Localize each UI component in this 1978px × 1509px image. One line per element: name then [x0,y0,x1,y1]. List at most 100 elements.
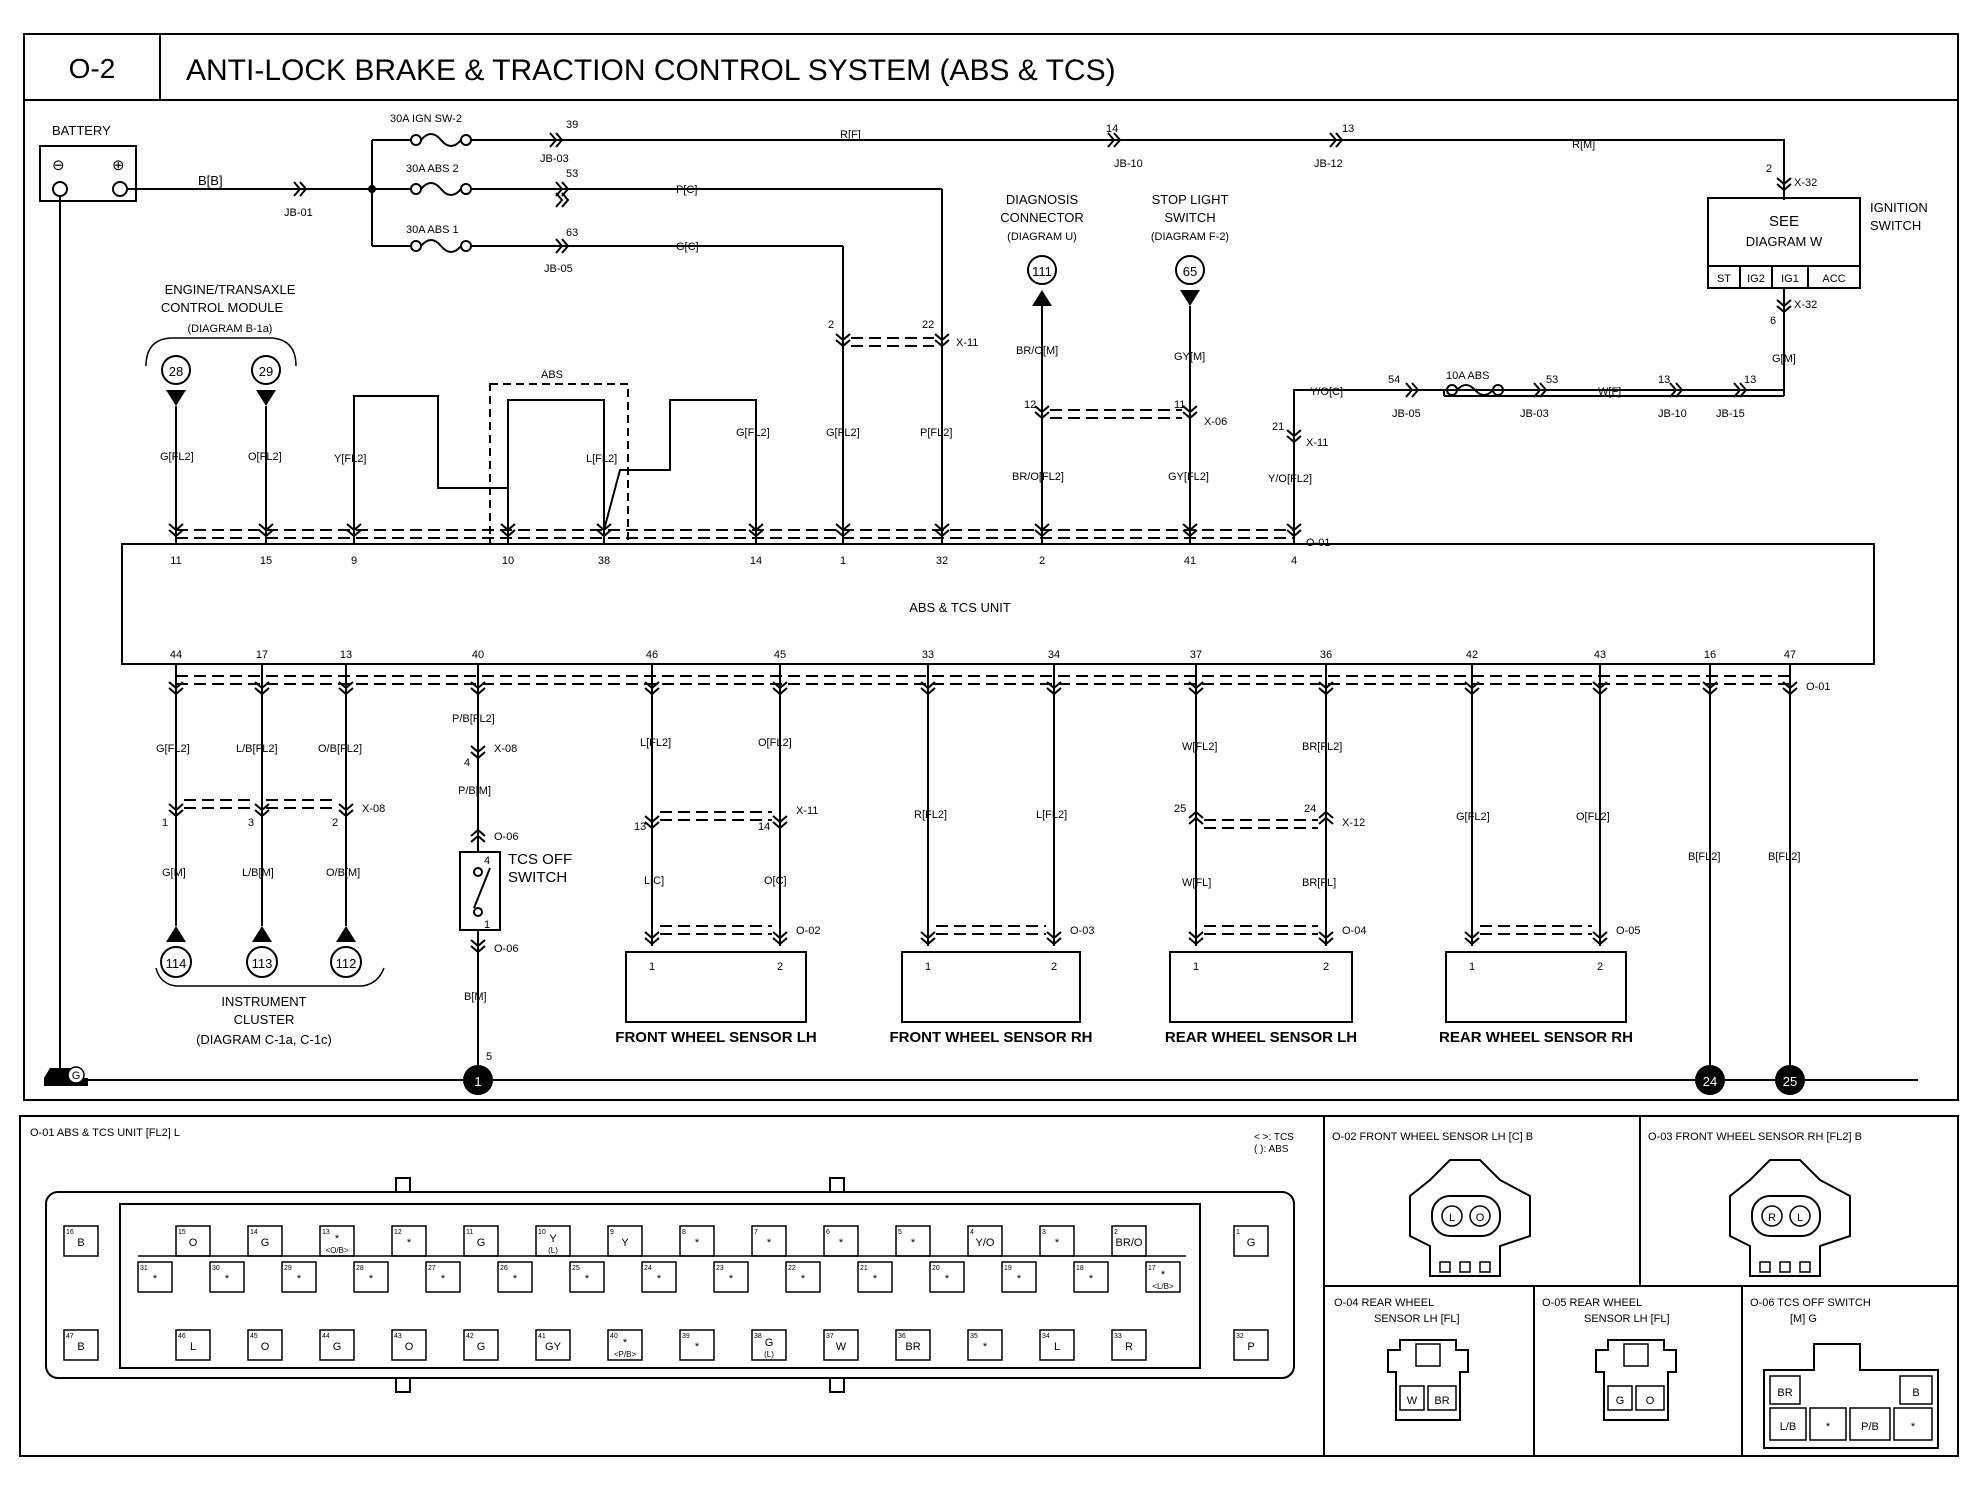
unit-bottom-pin: 47 [1784,649,1796,661]
o01-pin-cell: 10Y(L) [535,1225,571,1257]
svg-text:*: * [441,1273,446,1285]
diag-conn-label: CONNECTOR [1000,210,1084,225]
unit-top-pin: 41 [1184,555,1196,567]
wire-label: P/B[M] [458,785,491,797]
svg-text:*: * [1161,1269,1166,1281]
pin-label: * [1911,1421,1916,1433]
o01-pin-cell: 25* [569,1261,605,1293]
o01-pin-cell: 28* [353,1261,389,1293]
svg-text:12: 12 [394,1229,402,1236]
pin-label: 12 [1024,399,1036,411]
o01-pin-cell: 35* [967,1329,1003,1361]
ignition-label: SWITCH [1870,218,1921,233]
svg-text:Y: Y [549,1233,557,1245]
wire-label: W[F] [1598,386,1621,398]
wire-label: Y[FL2] [334,453,366,465]
svg-text:4: 4 [970,1229,974,1236]
svg-text:G: G [477,1341,486,1353]
o01-pin-cell: 20* [929,1261,965,1293]
pin-label: 54 [1388,374,1400,386]
wire-label: O[FL2] [1576,811,1610,823]
unit-top-pin: 10 [502,555,514,567]
svg-text:*: * [945,1273,950,1285]
svg-text:42: 42 [466,1333,474,1340]
svg-text:40: 40 [610,1333,618,1340]
unit-top-pin: 15 [260,555,272,567]
pin-label: R [1768,1212,1776,1224]
wire-label: L/B[FL2] [236,743,278,755]
pin-label: 6 [1770,315,1776,327]
unit-bottom-pin: 40 [472,649,484,661]
diagram-title: ANTI-LOCK BRAKE & TRACTION CONTROL SYSTE… [186,54,1116,87]
o01-pin-cell: 43O [391,1329,427,1361]
wire-label: O[FL2] [248,451,282,463]
unit-top-conn-label: O-01 [1306,537,1330,549]
svg-text:36: 36 [898,1333,906,1340]
ground-point-label: 24 [1703,1074,1717,1089]
fuse-wire: G[C] [676,241,699,253]
pin-label: L [1797,1212,1803,1224]
abs-tcs-unit [121,543,1875,665]
o01-pin-cell: 15O [175,1225,211,1257]
svg-text:39: 39 [682,1333,690,1340]
unit-top-pin: 38 [598,555,610,567]
tcs-switch-label: SWITCH [508,869,567,886]
unit-top-pin: 11 [170,555,181,567]
svg-text:*: * [1089,1273,1094,1285]
svg-text:27: 27 [428,1265,436,1272]
o04-title: O-04 REAR WHEEL [1334,1297,1434,1309]
sensor-label: FRONT WHEEL SENSOR RH [889,1029,1092,1046]
wire-label: L/B[M] [242,867,274,879]
o02-title: O-02 FRONT WHEEL SENSOR LH [C] B [1332,1131,1533,1143]
fuse-30a-abs1: 30A ABS 1 63 JB-05 G[C] [372,224,844,530]
wire-label: R[M] [1572,139,1595,151]
sensor-conn-label: O-02 [796,925,820,937]
svg-text:L: L [190,1341,196,1353]
fuse-30a-ign-sw2: 30A IGN SW-2 39 JB-03 R[F] [372,113,1660,165]
svg-text:2: 2 [1114,1229,1118,1236]
o01-pin-cell: 46L [175,1329,211,1361]
o01-pin-cell: 39* [679,1329,715,1361]
o01-pin-cell: 19* [1001,1261,1037,1293]
svg-text:*: * [513,1273,518,1285]
svg-text:W: W [836,1341,847,1353]
svg-text:*: * [657,1273,662,1285]
wire-label: O/B[FL2] [318,743,362,755]
svg-text:G: G [765,1337,774,1349]
sensor-pin: 1 [925,961,931,973]
o01-pin-cell: 45O [247,1329,283,1361]
svg-text:*: * [369,1273,374,1285]
o02-connector: L O [1409,1159,1531,1277]
wire-label: G[M] [1772,353,1796,365]
jb-label: JB-15 [1716,408,1745,420]
sensor-pin: 1 [649,961,655,973]
o01-pin-grid: 15O14G13*<O/B>12*11G10Y(L)9Y8*7*6*5*4Y/O… [63,1225,1269,1361]
svg-text:*: * [767,1237,772,1249]
pin-label: 53 [1546,374,1558,386]
svg-text:(L): (L) [548,1246,558,1255]
sensor-pin: 2 [1597,961,1603,973]
o01-pin-cell: 32P [1233,1329,1269,1361]
pin-label: L [1449,1212,1455,1224]
battery-minus-icon: ⊖ [52,157,65,174]
svg-text:24: 24 [644,1265,652,1272]
ground-label: G [72,1070,81,1082]
o01-pin-cell: 9Y [607,1225,643,1257]
sensor-pin: 2 [1051,961,1057,973]
o01-pin-cell: 23* [713,1261,749,1293]
ecm-ref: (DIAGRAM B-1a) [188,323,273,335]
fuse-jb: JB-03 [540,153,569,165]
wire-label: L[C] [644,875,664,887]
pin-label: 3 [248,817,254,829]
fuse-pin: 63 [566,227,578,239]
svg-text:<O/B>: <O/B> [325,1246,348,1255]
wire-label: B[FL2] [1688,851,1720,863]
unit-top-pin: 9 [351,555,357,567]
sensor-conn-label: O-03 [1070,925,1094,937]
jb-label: JB-12 [1314,158,1343,170]
unit-bottom-pin: 13 [340,649,352,661]
ground-point-25 [1775,1065,1805,1095]
battery-plus-icon: ⊕ [112,157,125,174]
